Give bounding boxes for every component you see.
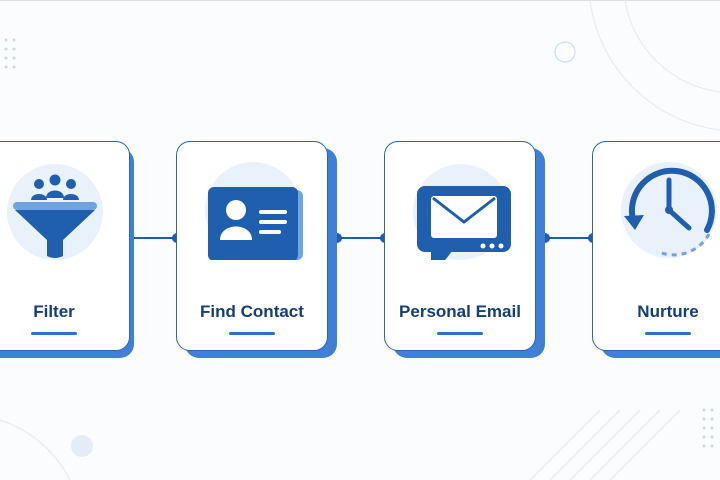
ring-decoration <box>554 41 576 63</box>
step-card-find-contact: Find Contact <box>176 141 328 351</box>
connector-2-3 <box>337 237 385 239</box>
diagonal-lines-decoration <box>529 409 681 480</box>
connector-3-4 <box>546 237 593 239</box>
step-label: Nurture <box>637 302 699 321</box>
funnel-people-icon <box>7 164 103 260</box>
contact-card-icon <box>205 162 303 260</box>
step-label: Personal Email <box>399 302 521 321</box>
top-divider <box>0 0 720 1</box>
step-underline <box>437 332 483 335</box>
step-label: Find Contact <box>200 302 304 321</box>
step-underline <box>645 332 691 335</box>
step-underline <box>229 332 275 335</box>
step-card-filter: Filter <box>0 141 130 351</box>
arc-decoration-2 <box>624 0 720 93</box>
arc-decoration-3 <box>0 419 71 480</box>
step-card-nurture: Nurture <box>592 141 720 351</box>
connector-1-2 <box>130 237 176 239</box>
dot-grid-bottom-right <box>702 408 714 448</box>
dot-grid-top-left <box>4 38 16 69</box>
step-card-personal-email: Personal Email <box>384 141 536 351</box>
step-label: Filter <box>33 302 75 321</box>
email-message-icon <box>413 164 511 260</box>
arc-decoration-1 <box>589 0 720 131</box>
connector-dot <box>332 233 342 243</box>
step-underline <box>31 332 77 335</box>
connector-dot <box>540 233 550 243</box>
clock-cycle-icon <box>621 162 717 258</box>
bubble-decoration <box>71 435 93 457</box>
